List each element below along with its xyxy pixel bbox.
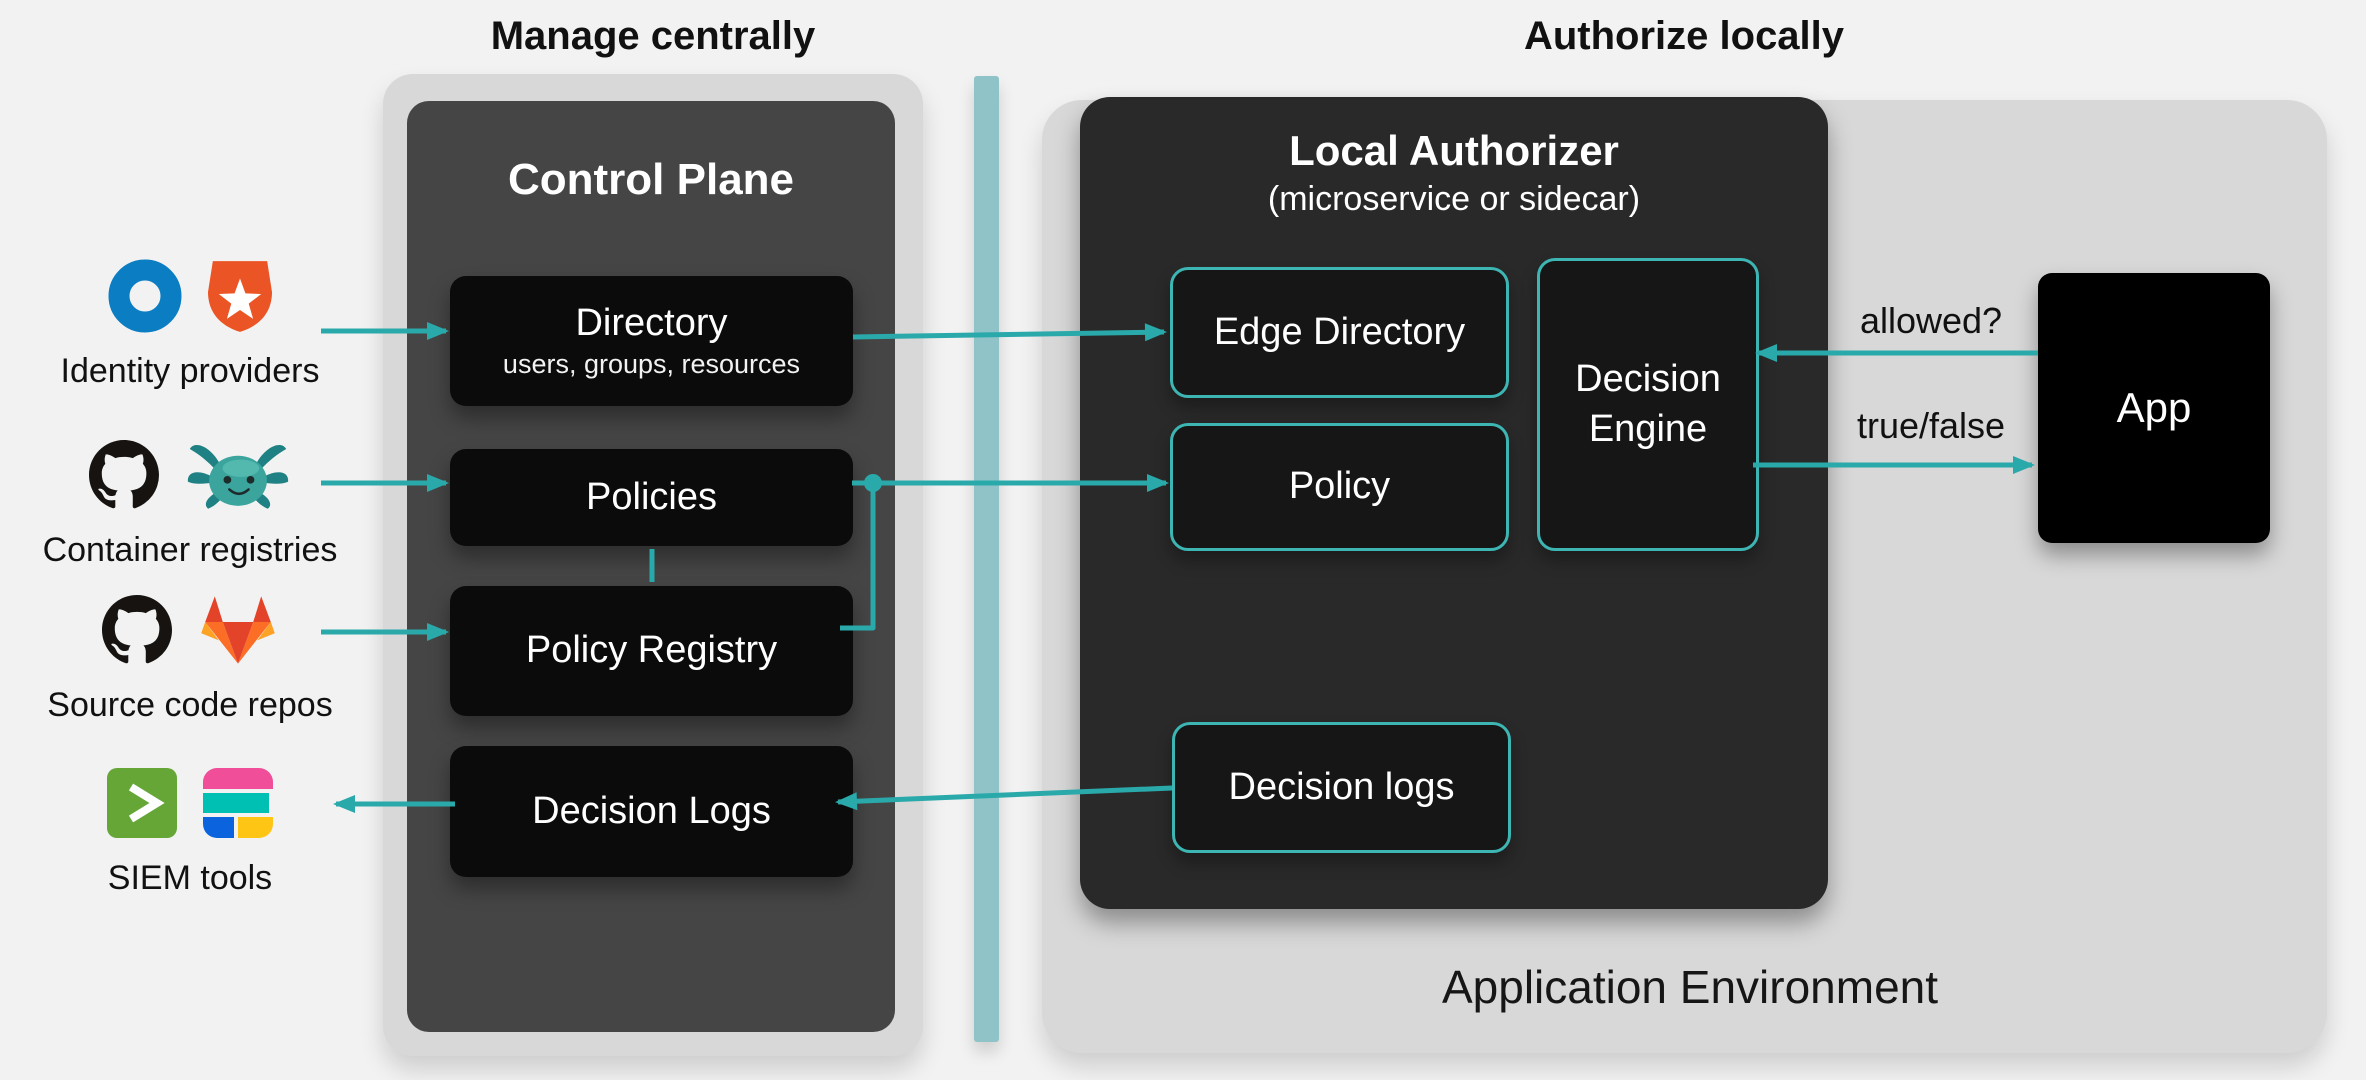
gitlab-icon [201, 596, 275, 664]
github-icon [89, 440, 159, 509]
local-authorizer-subtitle: (microservice or sidecar) [1267, 180, 1641, 219]
directory-label: Directory [575, 301, 728, 344]
source-code-repos: Source code repos [22, 592, 358, 725]
edge-directory-label: Edge Directory [1213, 310, 1466, 353]
source-identity-providers: Identity providers [22, 258, 358, 391]
policy-label: Policy [1288, 465, 1391, 508]
manage-centrally-title: Manage centrally [490, 14, 816, 58]
directory-box: Directory users, groups, resources [450, 276, 853, 406]
local-authorizer-header: Local Authorizer (microservice or sideca… [1080, 126, 1828, 219]
app-box: App [2038, 273, 2270, 543]
policy-registry-label: Policy Registry [525, 629, 778, 672]
siem-tool-icons [107, 765, 273, 841]
edge-directory-box: Edge Directory [1170, 267, 1509, 398]
elastic-icon [203, 768, 273, 838]
policy-registry-box: Policy Registry [450, 586, 853, 716]
control-plane-title: Control Plane [507, 155, 795, 204]
decision-logs-local-label: Decision logs [1228, 765, 1455, 808]
allowed-arrow-label: allowed? [1859, 300, 2003, 341]
identity-provider-icons [108, 258, 272, 334]
app-label: App [2116, 384, 2192, 431]
source-label: Container registries [42, 531, 338, 569]
directory-sublabel: users, groups, resources [502, 349, 801, 380]
source-label: SIEM tools [107, 859, 273, 897]
decision-logs-box: Decision Logs [450, 746, 853, 877]
okta-icon [108, 259, 182, 333]
source-repo-icons [102, 592, 278, 668]
authorize-locally-title: Authorize locally [1523, 14, 1845, 58]
source-label: Identity providers [60, 352, 320, 390]
control-plane-inner-panel [407, 101, 895, 1032]
zone-divider-bar [974, 76, 999, 1042]
source-container-registries: Container registries [22, 437, 358, 570]
github-icon [102, 595, 172, 664]
policies-box: Policies [450, 449, 853, 546]
policies-label: Policies [586, 475, 717, 518]
source-siem-tools: SIEM tools [22, 765, 358, 898]
decision-logs-label: Decision Logs [532, 789, 771, 832]
container-registry-icons [89, 437, 291, 513]
axolotl-icon [187, 444, 289, 509]
decision-logs-local-box: Decision logs [1172, 722, 1511, 853]
decision-engine-box: Decision Engine [1537, 258, 1759, 551]
application-environment-label: Application Environment [1441, 961, 1939, 1013]
auth0-icon [208, 261, 272, 332]
source-label: Source code repos [47, 686, 333, 724]
splunk-icon [107, 768, 177, 838]
decision-engine-label: Decision Engine [1575, 358, 1721, 450]
local-authorizer-title: Local Authorizer [1289, 127, 1619, 174]
policy-box: Policy [1170, 423, 1509, 551]
true-false-arrow-label: true/false [1856, 405, 2006, 446]
